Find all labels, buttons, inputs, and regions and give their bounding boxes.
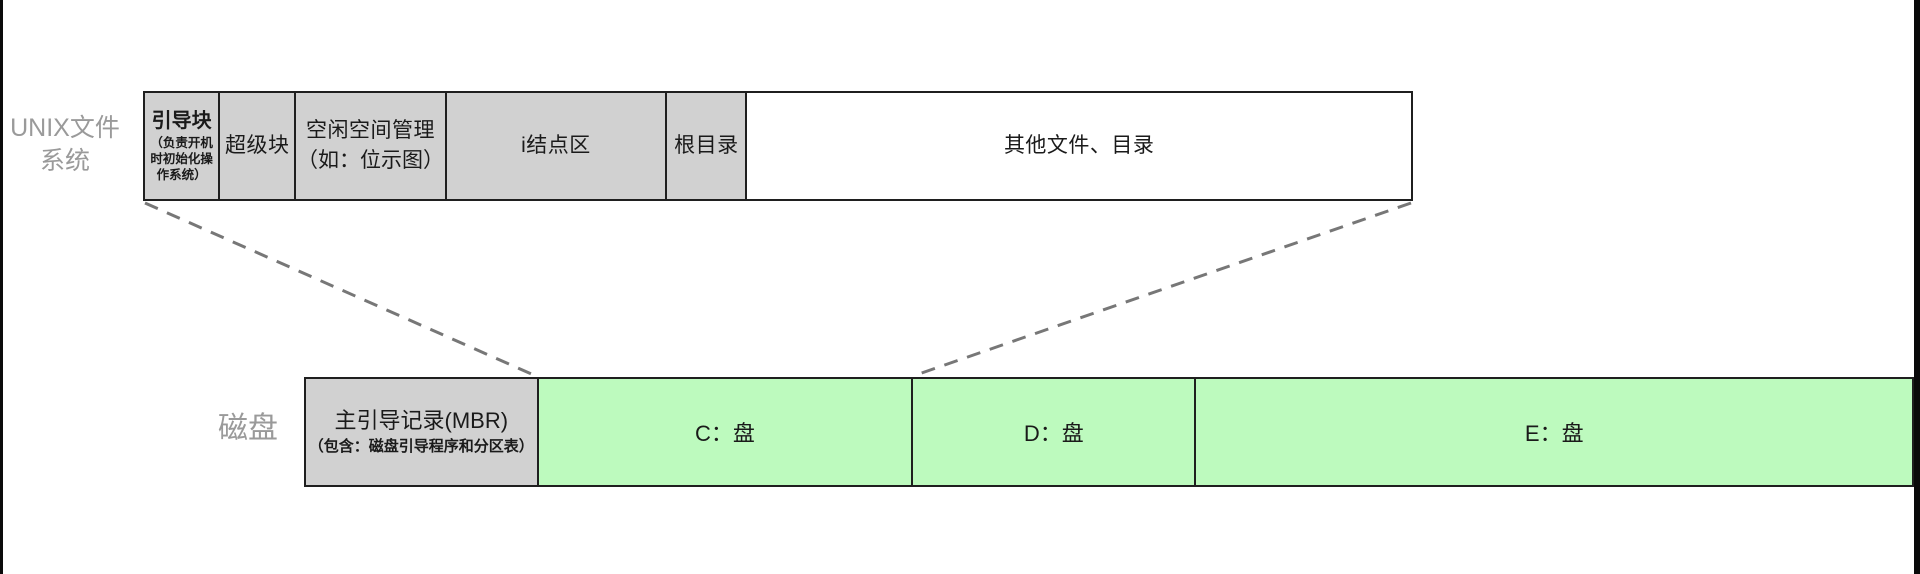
- segment-boot-block-title: 引导块: [151, 110, 212, 132]
- segment-e-drive: E：盘: [1196, 379, 1913, 485]
- segment-other-files-title: 其他文件、目录: [1003, 134, 1155, 157]
- segment-boot-block: 引导块 （负责开机时初始化操作系统）: [145, 93, 221, 199]
- segment-mbr: 主引导记录(MBR) （包含：磁盘引导程序和分区表）: [306, 379, 539, 485]
- segment-d-drive: D：盘: [913, 379, 1197, 485]
- dashed-connector-right: [912, 201, 1412, 378]
- segment-mbr-title: 主引导记录(MBR): [334, 408, 509, 433]
- segment-free-space-subtitle: （如：位示图）: [297, 149, 445, 172]
- segment-mbr-subtitle: （包含：磁盘引导程序和分区表）: [308, 438, 534, 455]
- unix-filesystem-label-line2: 系统: [39, 147, 90, 175]
- segment-c-drive-title: C：盘: [694, 421, 755, 446]
- disk-label: 磁盘: [218, 412, 278, 445]
- segment-root-directory: 根目录: [667, 93, 748, 199]
- segment-d-drive-title: D：盘: [1023, 421, 1084, 446]
- unix-filesystem-label-line1: UNIX文件: [10, 114, 120, 142]
- segment-free-space-title: 空闲空间管理: [306, 119, 436, 142]
- segment-other-files: 其他文件、目录: [747, 93, 1411, 199]
- segment-c-drive: C：盘: [538, 379, 914, 485]
- dashed-connector-left: [144, 201, 537, 378]
- segment-super-block-title: 超级块: [225, 134, 290, 157]
- segment-inode-area-title: i结点区: [521, 134, 591, 157]
- frame-edge-left: [0, 0, 3, 574]
- segment-free-space-management: 空闲空间管理 （如：位示图）: [296, 93, 447, 199]
- segment-boot-block-subtitle: （负责开机时初始化操作系统）: [150, 136, 213, 182]
- segment-root-directory-title: 根目录: [674, 134, 739, 157]
- disk-bar: 主引导记录(MBR) （包含：磁盘引导程序和分区表） C：盘 D：盘 E：盘: [304, 377, 1914, 487]
- frame-edge-right: [1914, 0, 1920, 574]
- unix-filesystem-label: UNIX文件 系统: [6, 112, 124, 178]
- segment-super-block: 超级块: [220, 93, 297, 199]
- unix-filesystem-bar: 引导块 （负责开机时初始化操作系统） 超级块 空闲空间管理 （如：位示图） i结…: [143, 91, 1413, 201]
- segment-e-drive-title: E：盘: [1524, 421, 1584, 446]
- segment-inode-area: i结点区: [446, 93, 668, 199]
